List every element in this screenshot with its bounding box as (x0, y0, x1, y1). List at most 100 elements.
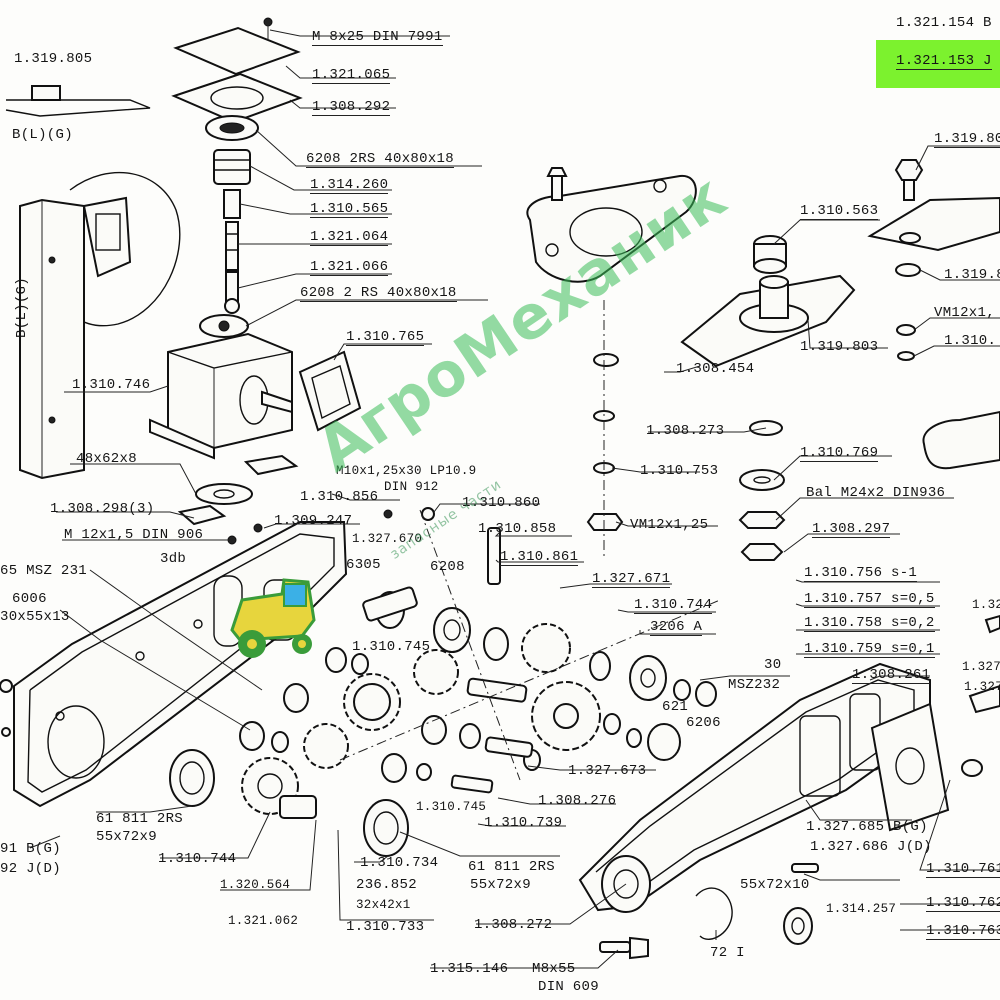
label-1-327-670: 1.327.670 (352, 532, 423, 546)
bearings (169, 591, 813, 945)
label-1-310-partial: 1.310. (944, 333, 997, 349)
gearbox-housing (149, 332, 293, 460)
far-right-parts (867, 159, 1000, 777)
label-1-308-292: 1.308.292 (312, 99, 391, 116)
label-1-308-261: 1.308.261 (852, 667, 931, 684)
sprocket-gears (241, 623, 601, 819)
shafts (253, 507, 721, 794)
label-1-310-757: 1.310.757 s=0,5 (804, 591, 935, 608)
label-55x72x9-a: 55x72x9 (96, 829, 157, 845)
hub-bracket (680, 235, 856, 368)
label-1-310-856: 1.310.856 (300, 489, 379, 505)
label-1-310-763: 1.310.763 (926, 924, 1000, 940)
gasket-plate (298, 350, 362, 432)
label-1-319-8: 1.319.8 (944, 267, 1000, 283)
label-1-308-298: 1.308.298(3) (50, 501, 155, 517)
label-6208-2rs-b: 6208 2 RS 40x80x18 (300, 285, 457, 302)
label-1-327-a: 1.327 (972, 598, 1000, 612)
label-1-310-761: 1.310.761 (926, 862, 1000, 878)
label-1-308-276: 1.308.276 (538, 793, 617, 809)
highlight-marker (876, 40, 1000, 88)
label-b-l-g-vertical: B(L)(G) (13, 277, 30, 338)
label-1-319-805: 1.319.805 (14, 51, 93, 67)
label-1-327-b: 1.327 (962, 660, 1000, 674)
label-1-315-146: 1.315.146 (430, 961, 509, 977)
label-1-310-739: 1.310.739 (484, 815, 563, 831)
label-6305: 6305 (346, 557, 381, 573)
shaft-bearing-stack (199, 115, 259, 338)
label-vm12x1-partial: VM12x1, (934, 305, 995, 321)
label-m8x55: M8x55 (532, 961, 576, 977)
label-61811-2rs-b: 61 811 2RS (468, 859, 556, 875)
label-1-310-758: 1.310.758 s=0,2 (804, 615, 935, 632)
label-1-314-260: 1.314.260 (310, 177, 389, 194)
leader-lines (29, 29, 1000, 969)
label-1-310-745-b: 1.310.745 (416, 800, 487, 814)
lower-spacers (177, 454, 299, 545)
label-1-314-257: 1.314.257 (826, 902, 897, 916)
label-din912: DIN 912 (384, 480, 439, 494)
label-msz232: MSZ232 (728, 677, 781, 693)
label-55x72x9-b: 55x72x9 (470, 877, 531, 893)
label-1-310-753: 1.310.753 (640, 463, 719, 479)
label-1-327-686: 1.327.686 J(D) (810, 839, 932, 855)
label-1-310-762: 1.310.762 (926, 896, 1000, 912)
label-6208-2rs-a: 6208 2RS 40x80x18 (306, 151, 454, 168)
top-flange (171, 17, 303, 124)
label-1-327-671: 1.327.671 (592, 571, 671, 588)
label-30x55x13: 30x55x13 (0, 609, 70, 625)
label-6006: 6006 (12, 591, 47, 607)
label-1-310-860: 1.310.860 (462, 495, 541, 511)
label-1-310-746: 1.310.746 (72, 377, 151, 393)
label-3db: 3db (160, 551, 187, 567)
label-vm12x1-25: VM12x1,25 (630, 517, 709, 533)
label-72i: 72 I (710, 945, 745, 961)
label-1-327-6: 1.327.6 (964, 680, 1000, 694)
label-1-321-154: 1.321.154 B (896, 15, 992, 31)
label-6208: 6208 (430, 559, 465, 575)
label-1-320-564: 1.320.564 (220, 878, 291, 892)
label-1-309-247: 1.309.247 (274, 513, 353, 529)
label-1-310-563: 1.310.563 (800, 203, 879, 220)
label-bal-m24x2: Bal M24x2 DIN936 (806, 485, 946, 501)
label-92-jd: 92 J(D) (0, 861, 61, 877)
tractor-logo (230, 578, 316, 658)
label-91-bg: 91 B(G) (0, 841, 61, 857)
label-55x72x10: 55x72x10 (740, 877, 810, 893)
label-6206: 6206 (686, 715, 721, 731)
label-1-308-454: 1.308.454 (676, 361, 755, 377)
label-1-319-80: 1.319.80 (934, 132, 1000, 148)
right-drive-casing (578, 662, 950, 960)
label-1-310-861: 1.310.861 (500, 549, 579, 566)
label-m10x1-25x30: M10x1,25x30 LP10.9 (336, 464, 477, 478)
label-1-310-734: 1.310.734 (360, 855, 439, 871)
label-1-321-066: 1.321.066 (310, 259, 389, 276)
label-32x42x1: 32x42x1 (356, 898, 411, 912)
label-30: 30 (764, 657, 782, 673)
label-1-327-685: 1.327.685 B(G) (806, 819, 928, 835)
label-1-310-759: 1.310.759 s=0,1 (804, 641, 935, 658)
label-1-310-744-b: 1.310.744 (158, 851, 237, 867)
label-m8x25-din7991: M 8x25 DIN 7991 (312, 29, 443, 46)
label-65-msz231: 65 MSZ 231 (0, 563, 88, 579)
label-1-310-756: 1.310.756 s-1 (804, 565, 918, 582)
label-1-321-153: 1.321.153 J (896, 53, 992, 70)
right-washer-stack (586, 300, 786, 561)
arm-detail (5, 85, 181, 480)
label-1-321-062: 1.321.062 (228, 914, 299, 928)
label-1-308-273: 1.308.273 (646, 423, 725, 439)
label-3206a: 3206 A (650, 619, 703, 636)
label-1-310-765: 1.310.765 (346, 329, 425, 346)
label-1-321-065: 1.321.065 (312, 67, 391, 84)
label-m12x1-5-din906: M 12x1,5 DIN 906 (64, 527, 204, 543)
label-236-852: 236.852 (356, 877, 417, 893)
label-b-l-g-top: B(L)(G) (12, 127, 73, 143)
label-1-308-272: 1.308.272 (474, 917, 553, 933)
label-48x62x8: 48x62x8 (76, 451, 137, 467)
label-1-310-858: 1.310.858 (478, 521, 557, 537)
label-1-310-565: 1.310.565 (310, 201, 389, 218)
label-61811-2rs-a: 61 811 2RS (96, 811, 184, 827)
label-1-308-297: 1.308.297 (812, 521, 891, 538)
